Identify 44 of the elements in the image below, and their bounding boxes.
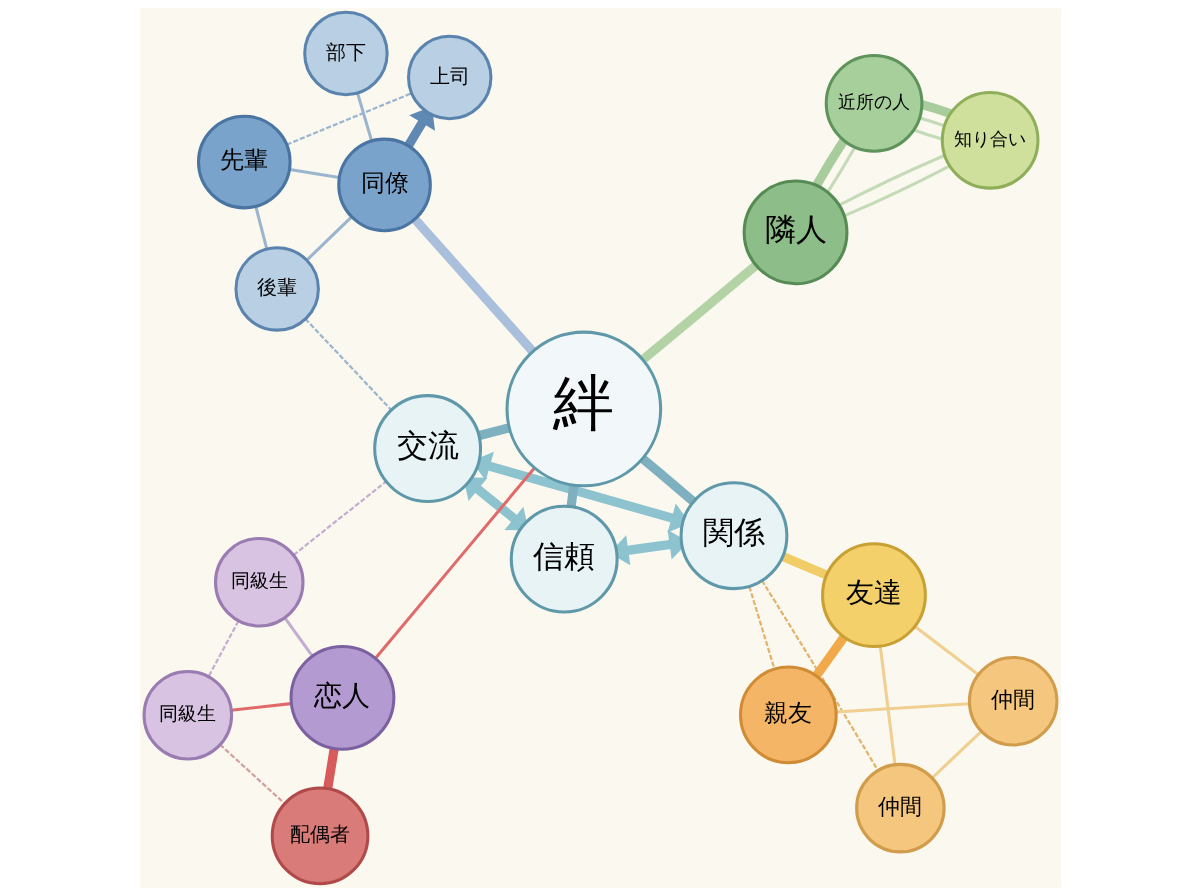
node-circle: 同級生 — [213, 536, 305, 628]
node-circle: 配偶者 — [270, 786, 369, 886]
connector — [373, 467, 536, 660]
connector — [207, 620, 239, 678]
node-circle: 先輩 — [196, 114, 292, 210]
connector — [218, 743, 285, 805]
node-circle: 上司 — [406, 34, 492, 121]
connector — [292, 480, 387, 556]
connector — [913, 625, 979, 676]
node-circle: 部下 — [302, 10, 389, 97]
connector — [812, 634, 848, 679]
connector — [283, 616, 314, 657]
connector — [838, 154, 945, 207]
connector — [355, 92, 373, 142]
node-circle: 知り合い — [940, 90, 1039, 190]
node-circle: 同級生 — [142, 669, 233, 761]
connector — [639, 262, 759, 364]
connector — [253, 206, 268, 249]
node-circle: 後輩 — [233, 246, 320, 332]
connector — [639, 455, 696, 505]
node-circle: 親友 — [738, 665, 838, 765]
node-circle: 同僚 — [336, 137, 432, 233]
node-circle: 恋人 — [289, 644, 395, 751]
node-circle: 友達 — [820, 542, 927, 649]
node-circle: 関係 — [679, 481, 788, 591]
connector — [825, 146, 856, 193]
node-circle: 信頼 — [509, 504, 619, 614]
connector — [747, 586, 776, 670]
connector — [566, 484, 578, 507]
connector — [919, 116, 945, 128]
connector — [411, 216, 536, 355]
node-circle: 仲間 — [854, 762, 946, 854]
connector — [322, 748, 339, 789]
node-circle: 隣人 — [742, 179, 848, 286]
connector — [305, 215, 353, 262]
connector — [930, 730, 982, 779]
connector — [304, 318, 392, 411]
node-circle: 絆 — [505, 330, 662, 488]
node-circle: 仲間 — [967, 655, 1058, 747]
connector — [878, 646, 896, 765]
node-circle: 近所の人 — [824, 54, 923, 153]
node-circle: 交流 — [372, 394, 482, 503]
connector — [812, 138, 848, 188]
connector — [760, 580, 879, 771]
